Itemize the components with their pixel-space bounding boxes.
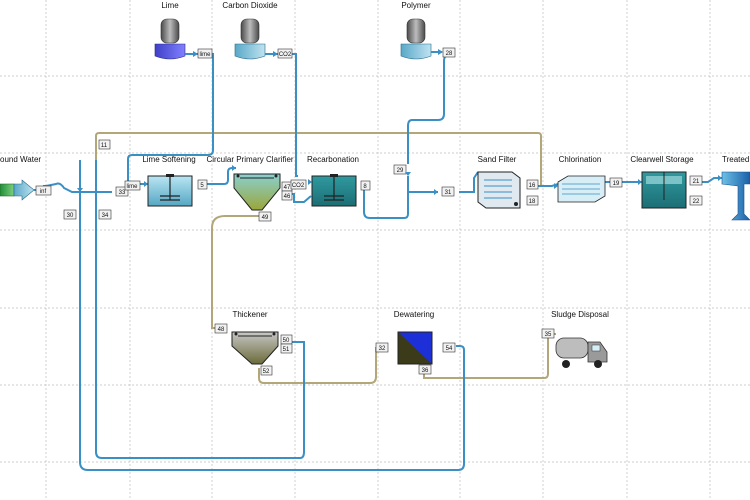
svg-text:28: 28 [446, 51, 453, 57]
port-28-out[interactable]: 28 [442, 47, 456, 58]
lime-feeder-unit[interactable]: Lime [154, 1, 198, 60]
svg-text:35: 35 [545, 332, 552, 338]
unit-label-recarb: Recarbonation [307, 155, 359, 164]
svg-text:52: 52 [263, 369, 270, 375]
primary-clarifier-unit[interactable]: Circular Primary Clarifier [206, 155, 294, 211]
port-inf[interactable]: inf [35, 185, 52, 196]
unit-label-sludge: Sludge Disposal [551, 310, 609, 319]
port-54[interactable]: 54 [442, 342, 456, 353]
sludge-disposal-unit[interactable]: Sludge Disposal [551, 310, 609, 368]
port-49[interactable]: 49 [258, 211, 272, 222]
unit-label-polymer: Polymer [401, 1, 431, 10]
svg-text:18: 18 [529, 199, 536, 205]
port-5[interactable]: 5 [197, 179, 208, 190]
unit-label-chlorination: Chlorination [559, 155, 602, 164]
svg-text:inf: inf [40, 189, 47, 195]
port-35[interactable]: 35 [541, 328, 555, 339]
port-50[interactable]: 50 [280, 334, 293, 345]
svg-text:36: 36 [422, 368, 429, 374]
svg-text:31: 31 [445, 190, 452, 196]
svg-text:5: 5 [200, 183, 204, 189]
thickener-unit[interactable]: Thickener [231, 310, 279, 365]
svg-text:33: 33 [119, 190, 126, 196]
recarbonation-unit[interactable]: Recarbonation [307, 155, 359, 207]
svg-text:29: 29 [397, 168, 404, 174]
sludge-streams[interactable] [95, 132, 556, 384]
svg-text:CO2: CO2 [292, 183, 305, 189]
lime-softening-unit[interactable]: Lime Softening [142, 155, 196, 207]
port-30[interactable]: 30 [63, 209, 77, 220]
unit-label-clarifier: Circular Primary Clarifier [206, 155, 293, 164]
port-33[interactable]: 33 [115, 186, 129, 197]
unit-label-sandfilter: Sand Filter [478, 155, 517, 164]
unit-label-limesoft: Lime Softening [142, 155, 195, 164]
svg-text:8: 8 [363, 184, 367, 190]
port-51[interactable]: 51 [280, 343, 293, 354]
groundwater-influent-unit[interactable]: ound Water [0, 155, 41, 201]
polymer-feeder-unit[interactable]: Polymer [400, 1, 443, 60]
treated-water-unit[interactable]: Treated W [721, 155, 750, 221]
port-31[interactable]: 31 [441, 186, 455, 197]
port-lime-out[interactable]: lime [197, 48, 213, 59]
svg-text:50: 50 [283, 338, 290, 344]
port-22[interactable]: 22 [689, 195, 703, 206]
carbon-dioxide-feeder-unit[interactable]: Carbon Dioxide [222, 1, 278, 60]
port-18[interactable]: 18 [526, 195, 539, 206]
port-8[interactable]: 8 [360, 180, 371, 191]
svg-text:CO2: CO2 [279, 52, 292, 58]
unit-label-clearwell: Clearwell Storage [630, 155, 694, 164]
svg-text:46: 46 [284, 194, 291, 200]
port-11[interactable]: 11 [98, 139, 111, 150]
water-streams[interactable] [34, 51, 722, 471]
port-29[interactable]: 29 [393, 164, 407, 175]
port-34[interactable]: 34 [98, 209, 112, 220]
svg-text:34: 34 [102, 213, 109, 219]
svg-text:48: 48 [218, 327, 225, 333]
flow-arrows [77, 165, 722, 195]
unit-label-thickener: Thickener [232, 310, 267, 319]
svg-text:22: 22 [693, 199, 700, 205]
port-lime-in[interactable]: lime [124, 180, 141, 191]
svg-text:47: 47 [284, 185, 291, 191]
unit-label-co2: Carbon Dioxide [222, 1, 278, 10]
svg-text:21: 21 [693, 179, 700, 185]
port-19[interactable]: 19 [609, 177, 623, 188]
svg-text:19: 19 [613, 181, 620, 187]
port-48[interactable]: 48 [214, 323, 228, 334]
port-32[interactable]: 32 [375, 342, 389, 353]
port-36[interactable]: 36 [418, 364, 432, 375]
svg-text:11: 11 [101, 143, 108, 149]
port-co2-in[interactable]: CO2 [290, 179, 307, 190]
port-46[interactable]: 46 [281, 190, 293, 201]
chlorination-unit[interactable]: Chlorination [557, 155, 606, 203]
port-21[interactable]: 21 [689, 175, 703, 186]
unit-label-lime: Lime [161, 1, 179, 10]
port-co2-out[interactable]: CO2 [277, 48, 293, 59]
svg-text:49: 49 [262, 215, 269, 221]
clearwell-storage-unit[interactable]: Clearwell Storage [630, 155, 694, 209]
unit-label-groundwater: ound Water [0, 155, 41, 164]
port-52[interactable]: 52 [260, 365, 273, 376]
svg-text:16: 16 [529, 183, 536, 189]
svg-text:30: 30 [67, 213, 74, 219]
unit-label-dewatering: Dewatering [394, 310, 434, 319]
svg-text:lime: lime [126, 184, 138, 190]
sand-filter-unit[interactable]: Sand Filter [477, 155, 521, 209]
svg-text:51: 51 [283, 347, 290, 353]
port-47[interactable]: 47 [281, 181, 293, 192]
port-16[interactable]: 16 [526, 179, 539, 190]
svg-text:32: 32 [379, 346, 386, 352]
dewatering-unit[interactable]: Dewatering [394, 310, 434, 365]
svg-text:54: 54 [446, 346, 453, 352]
svg-text:lime: lime [199, 52, 211, 58]
unit-label-treated: Treated W [722, 155, 750, 164]
